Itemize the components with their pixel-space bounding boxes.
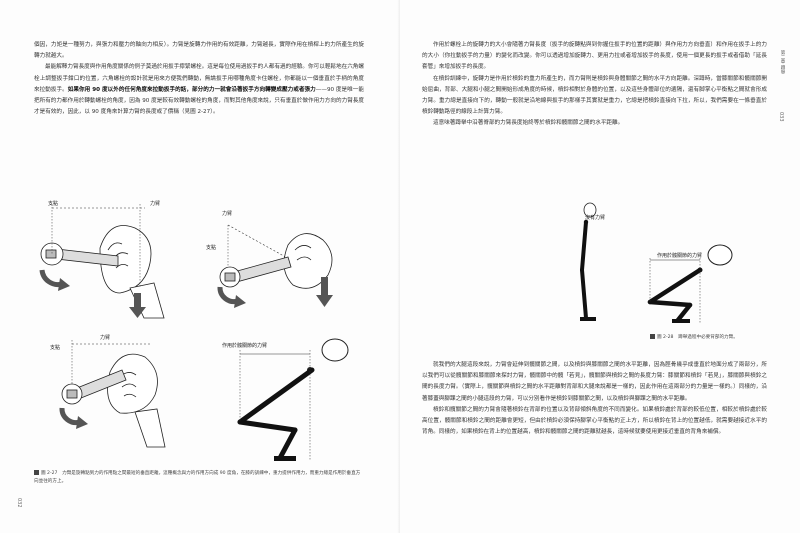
caption-text-2-28: 蹲舉過程中必要背部的力臂。 — [678, 335, 738, 340]
rotation-arrow-1 — [39, 269, 63, 287]
page-number-left: 032 — [16, 498, 22, 508]
upright-foot — [580, 317, 596, 321]
thigh-line — [237, 419, 298, 433]
squat-shin — [675, 302, 693, 323]
force-arrow-shaft-2 — [321, 277, 328, 295]
rotation-arrowhead-1 — [58, 278, 70, 291]
moment-arm-label-3: 力臂 — [100, 335, 111, 341]
wrench-figure-3 — [59, 340, 166, 448]
right-paragraph-5: 槓鈴和髖關節之間的力臂會隨著槓鈴在背部的位置以及背部傾斜角度的不同而變化。如果槓… — [422, 406, 767, 436]
torso-line — [237, 367, 315, 425]
chapter-side-tab: 第二章 蹲舉 — [780, 50, 785, 74]
figure-caption-2-28: 圖 2-28 蹲舉過程中必要背部的力臂。 — [650, 334, 770, 342]
wrench-figure-1 — [39, 204, 165, 319]
rotation-arrow-2 — [217, 286, 239, 305]
right-paragraph-3: 這意味著蹲舉中沿著脊部的力臂長度始終等於槓鈴和髖關節之間的水平距離。 — [433, 120, 624, 127]
squat-thigh — [647, 299, 693, 308]
left-page: 個因，力矩是一種努力，與張力和壓力的軸向力相反）。力臂是旋轉力作用的有效距離，力… — [16, 40, 364, 508]
head-shape — [321, 338, 349, 362]
wrench-figure-2 — [217, 224, 333, 308]
wrench-illustration-2 — [219, 256, 292, 288]
wrench-illustration-1 — [40, 242, 119, 267]
wrench-illustration-3 — [61, 369, 127, 405]
caption-marker-icon-2 — [650, 334, 655, 339]
moment-arm-label-2: 力臂 — [222, 211, 233, 217]
caption-number-2-28: 圖 2-28 — [657, 335, 674, 340]
squat-figure-left — [237, 338, 349, 461]
left-body-text: 個因，力矩是一種努力，與張力和壓力的軸向力相反）。力臂是旋轉力作用的有效距離，力… — [34, 40, 364, 118]
right-paragraph-4: 就我們的大腿這段來說，力臂會延伸到髖關節之間，以及槓鈴與膝關節之間的水平距離，因… — [422, 362, 767, 402]
right-body-text-bottom: 就我們的大腿這段來說，力臂會延伸到髖關節之間，以及槓鈴與膝關節之間的水平距離，因… — [422, 360, 767, 438]
squat-foot — [672, 319, 690, 323]
shin-line — [277, 427, 298, 461]
hand-illustration-3 — [107, 353, 166, 448]
squat-torso — [647, 267, 703, 305]
squat-head — [707, 244, 733, 266]
fulcrum-label-3: 支點 — [50, 345, 61, 351]
squat-figure-right — [580, 202, 733, 323]
upright-leg-line — [580, 268, 588, 320]
fulcrum-label-2: 支點 — [206, 245, 217, 251]
foot-shape — [274, 456, 296, 461]
force-arrowhead-1 — [129, 307, 146, 318]
left-paragraph-2-bold: 如果你用 90 度以外的任何角度來拉動扳手的話，部分的力一就會沿著扳手方向轉變成… — [67, 86, 316, 93]
caption-marker-icon — [34, 470, 39, 475]
hand-illustration-2 — [283, 233, 333, 289]
caption-number-2-27: 圖 2-27 — [41, 471, 58, 476]
figure-caption-2-27: 圖 2-27 力臂是旋轉點到力的作用點之間最短的垂直距離，這種概念與力的作用方向… — [34, 470, 364, 486]
left-paragraph-1: 個因，力矩是一種努力，與張力和壓力的軸向力相反）。力臂是旋轉力作用的有效距離，力… — [34, 42, 364, 60]
caption-text-2-27: 力臂是旋轉點到力的作用點之間最短的垂直距離，這種概念與力的作用方向成 90 度角… — [34, 471, 361, 484]
left-paragraph-2: 最能解釋力臂長度與作用角度關係的例子莫過於用扳手擰緊螺栓。這是每位使用過扳手的人… — [34, 64, 364, 116]
page-number-right: 033 — [778, 112, 784, 122]
force-on-hip-label-left: 作用於髖關節的力臂 — [222, 343, 268, 349]
force-arrowhead-2 — [316, 295, 333, 307]
right-paragraph-1: 作用於螺栓上的旋轉力的大小會隨著力臂長度（扳手的旋轉點與到你握住扳手的位置的距離… — [422, 42, 767, 71]
right-paragraph-2: 在槓鈴訓練中，旋轉力是作用於槓鈴的重力所產生的，而力臂則是槓鈴與身體關節之間的水… — [422, 75, 767, 116]
fulcrum-label-1: 支點 — [48, 201, 59, 207]
force-on-hip-label-right: 作用於髖關節的力臂 — [657, 253, 703, 259]
upright-body-line — [580, 220, 588, 272]
right-body-text-top: 作用於螺栓上的旋轉力的大小會隨著力臂長度（扳手的旋轉點與到你握住扳手的位置的距離… — [422, 40, 767, 130]
moment-arm-label-1: 力臂 — [150, 201, 161, 207]
hand-illustration-1 — [99, 225, 165, 319]
upright-head — [583, 202, 597, 218]
no-moment-arm-label: 沒有力臂 — [585, 215, 606, 221]
rotation-arrow-3 — [59, 407, 81, 426]
force-arrow-shaft-1 — [134, 293, 141, 307]
right-page: 作用於螺栓上的旋轉力的大小會隨著力臂長度（扳手的旋轉點與到你握住扳手的位置的距離… — [400, 0, 800, 533]
